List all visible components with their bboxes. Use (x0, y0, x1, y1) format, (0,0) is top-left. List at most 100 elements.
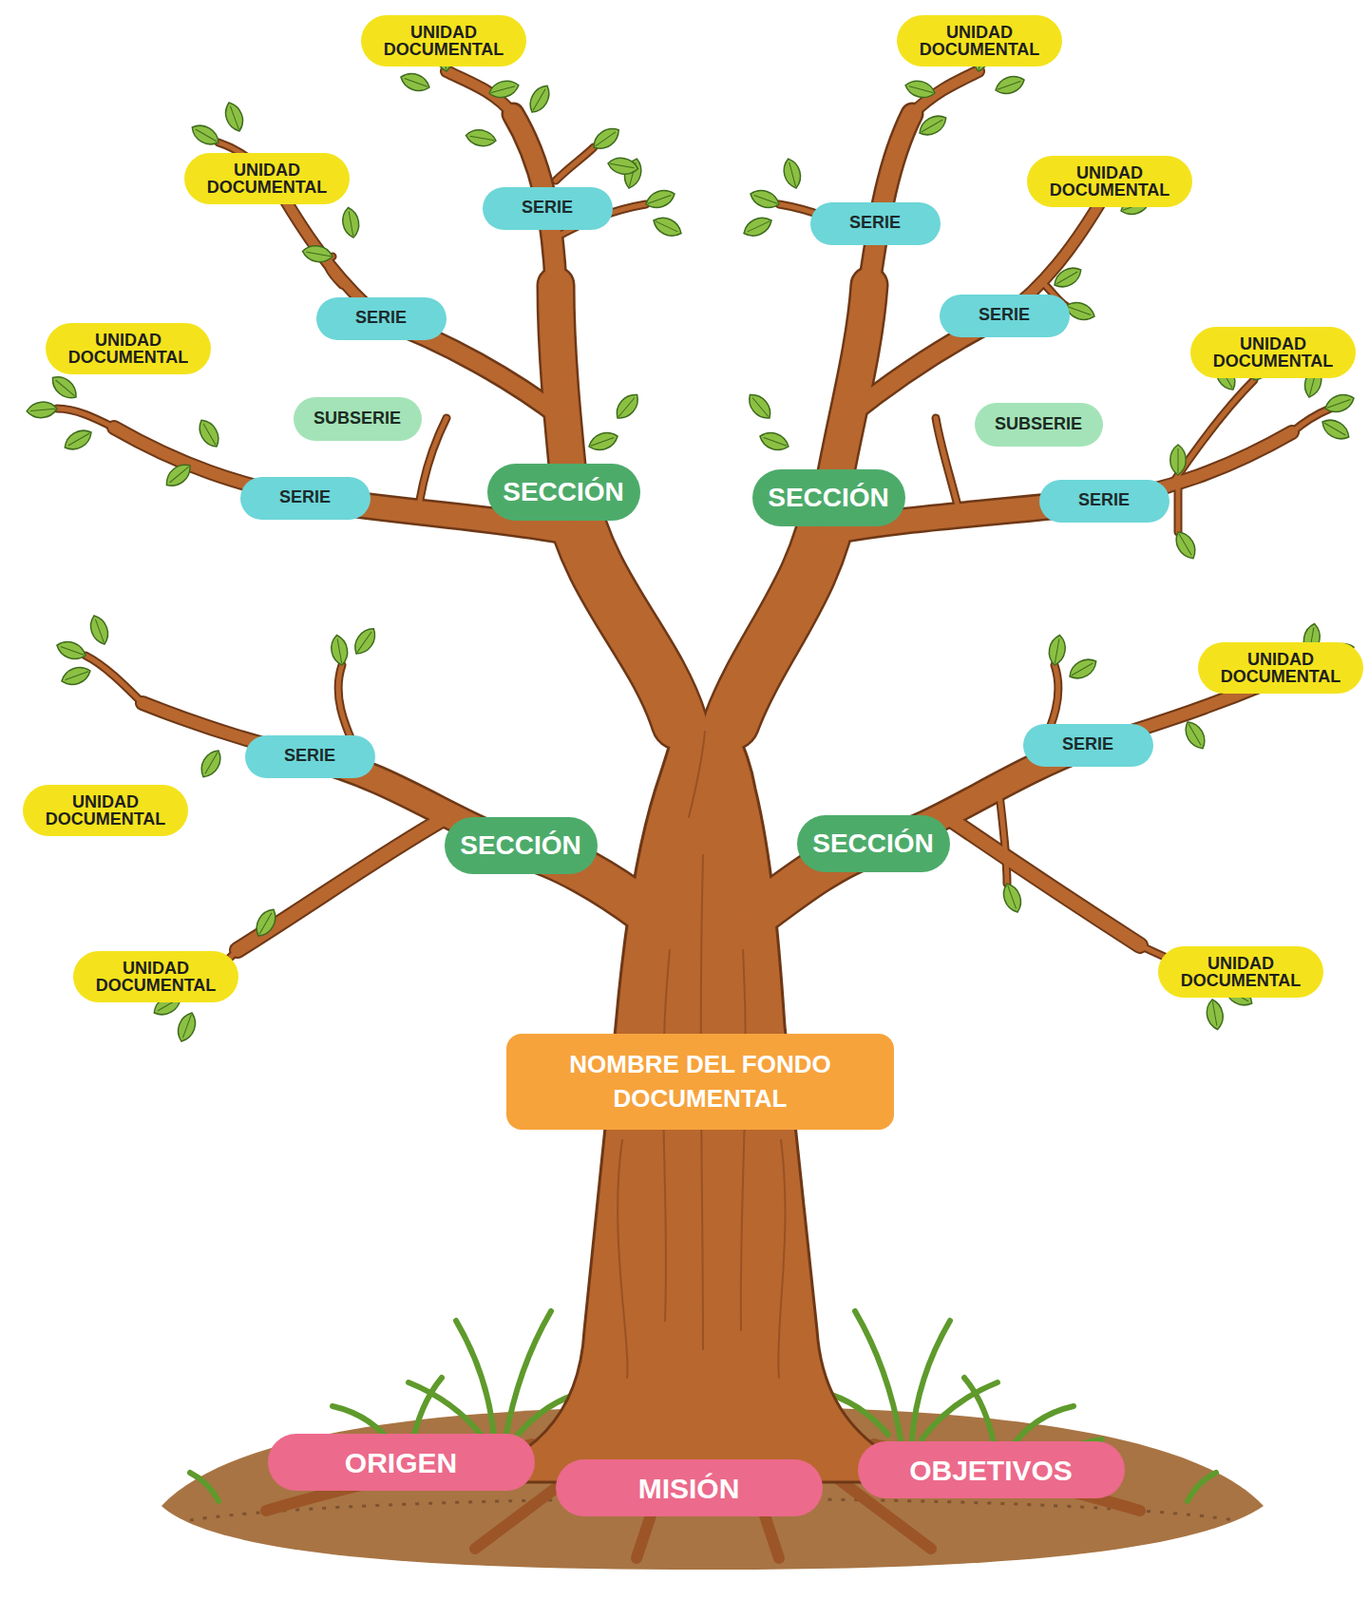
unit-pill: UNIDAD DOCUMENTAL (184, 152, 350, 205)
limb-fill (831, 285, 870, 498)
node-label: MISIÓN (638, 1472, 741, 1504)
series-pill: SERIE (240, 476, 371, 520)
leaf (903, 77, 937, 101)
twig-fill (57, 142, 1331, 998)
leaf (643, 186, 678, 211)
series-pill: SERIE (1039, 479, 1170, 523)
leaf (1322, 390, 1357, 416)
leaf (60, 425, 96, 455)
limb-outline (731, 497, 832, 723)
limb-outline (831, 285, 870, 498)
node-label: SECCIÓN (812, 829, 934, 859)
leaf (992, 72, 1027, 97)
root-pill: ORIGEN (267, 1433, 535, 1491)
leaf (251, 905, 281, 940)
series-pill: SERIE (810, 202, 941, 246)
limb-outline (555, 285, 571, 495)
leaf (47, 371, 81, 403)
limb-fill (869, 114, 913, 286)
node-label: SECCIÓN (459, 831, 582, 861)
leaves (25, 28, 1356, 1045)
node-label: UNIDAD DOCUMENTAL (195, 161, 339, 197)
fonds-box: NOMBRE DEL FONDO DOCUMENTAL (506, 1033, 894, 1130)
leaf (1318, 415, 1353, 444)
roots (266, 1444, 1141, 1559)
section-pill: SECCIÓN (797, 815, 951, 873)
node-label: UNIDAD DOCUMENTAL (1169, 954, 1312, 990)
series-pill: SERIE (1023, 723, 1154, 767)
series-pill: SERIE (245, 735, 376, 779)
root-pill: MISIÓN (555, 1459, 823, 1517)
unit-pill: UNIDAD DOCUMENTAL (22, 784, 189, 837)
node-label: UNIDAD DOCUMENTAL (34, 793, 177, 829)
node-label: SERIE (521, 198, 573, 218)
leaf (194, 416, 224, 451)
leaf (301, 243, 334, 265)
leaf (1171, 528, 1200, 563)
node-label: UNIDAD DOCUMENTAL (372, 23, 515, 59)
node-label: SECCIÓN (767, 483, 890, 514)
section-pill: SECCIÓN (444, 817, 598, 875)
limb-outline (869, 114, 913, 286)
leaf (58, 663, 94, 688)
trunk (446, 722, 960, 1483)
series-pill: SERIE (316, 297, 447, 341)
node-label: SERIE (849, 213, 901, 233)
leaf (607, 155, 640, 177)
leaf (1050, 263, 1085, 292)
leaf (1180, 718, 1210, 753)
limb-fill (731, 497, 832, 723)
subseries-pill: SUBSERIE (974, 402, 1103, 447)
limb-fill (570, 494, 680, 723)
limb-outline (237, 817, 447, 951)
node-label: SUBSERIE (313, 409, 401, 429)
unit-pill: UNIDAD DOCUMENTAL (896, 15, 1063, 67)
leaf (464, 127, 497, 149)
unit-pill: UNIDAD DOCUMENTAL (1026, 155, 1193, 208)
node-label: UNIDAD DOCUMENTAL (84, 959, 228, 995)
node-label: OBJETIVOS (909, 1454, 1073, 1486)
node-label: SERIE (1078, 491, 1130, 511)
leaf (589, 123, 624, 154)
node-label: SERIE (284, 746, 336, 766)
leaf (743, 389, 776, 423)
leaf (86, 612, 112, 647)
leaf (757, 428, 792, 454)
node-label: SERIE (279, 488, 331, 508)
unit-pill: UNIDAD DOCUMENTAL (45, 323, 211, 375)
leaf (54, 637, 89, 663)
node-label: UNIDAD DOCUMENTAL (908, 23, 1051, 59)
leaf (915, 111, 951, 140)
unit-pill: UNIDAD DOCUMENTAL (73, 950, 239, 1003)
leaf (340, 206, 362, 239)
leaf (741, 213, 776, 241)
leaf (1204, 998, 1226, 1031)
leaf (525, 81, 554, 116)
section-pill: SECCIÓN (752, 469, 906, 527)
leaf (1046, 633, 1068, 666)
leaf (221, 99, 247, 134)
node-label: NOMBRE DEL FONDO DOCUMENTAL (538, 1046, 862, 1117)
node-label: SECCIÓN (502, 477, 625, 508)
node-label: SERIE (978, 305, 1030, 325)
limb-outline (950, 818, 1141, 946)
leaf (398, 69, 433, 95)
leaf (586, 428, 621, 454)
unit-pill: UNIDAD DOCUMENTAL (1190, 326, 1356, 379)
node-label: ORIGEN (344, 1446, 457, 1479)
leaf (650, 213, 685, 241)
limb-fills (57, 71, 1331, 998)
series-pill: SERIE (482, 187, 613, 230)
leaf (328, 633, 350, 666)
leaf (487, 77, 521, 101)
series-pill: SERIE (939, 294, 1070, 338)
unit-pill: UNIDAD DOCUMENTAL (1197, 642, 1364, 694)
leaf (196, 746, 226, 781)
leaf (747, 186, 782, 211)
leaf (1170, 444, 1187, 476)
node-label: UNIDAD DOCUMENTAL (1038, 164, 1181, 200)
root-pill: OBJETIVOS (857, 1441, 1125, 1499)
leaf (780, 156, 804, 191)
leaf (611, 389, 644, 423)
